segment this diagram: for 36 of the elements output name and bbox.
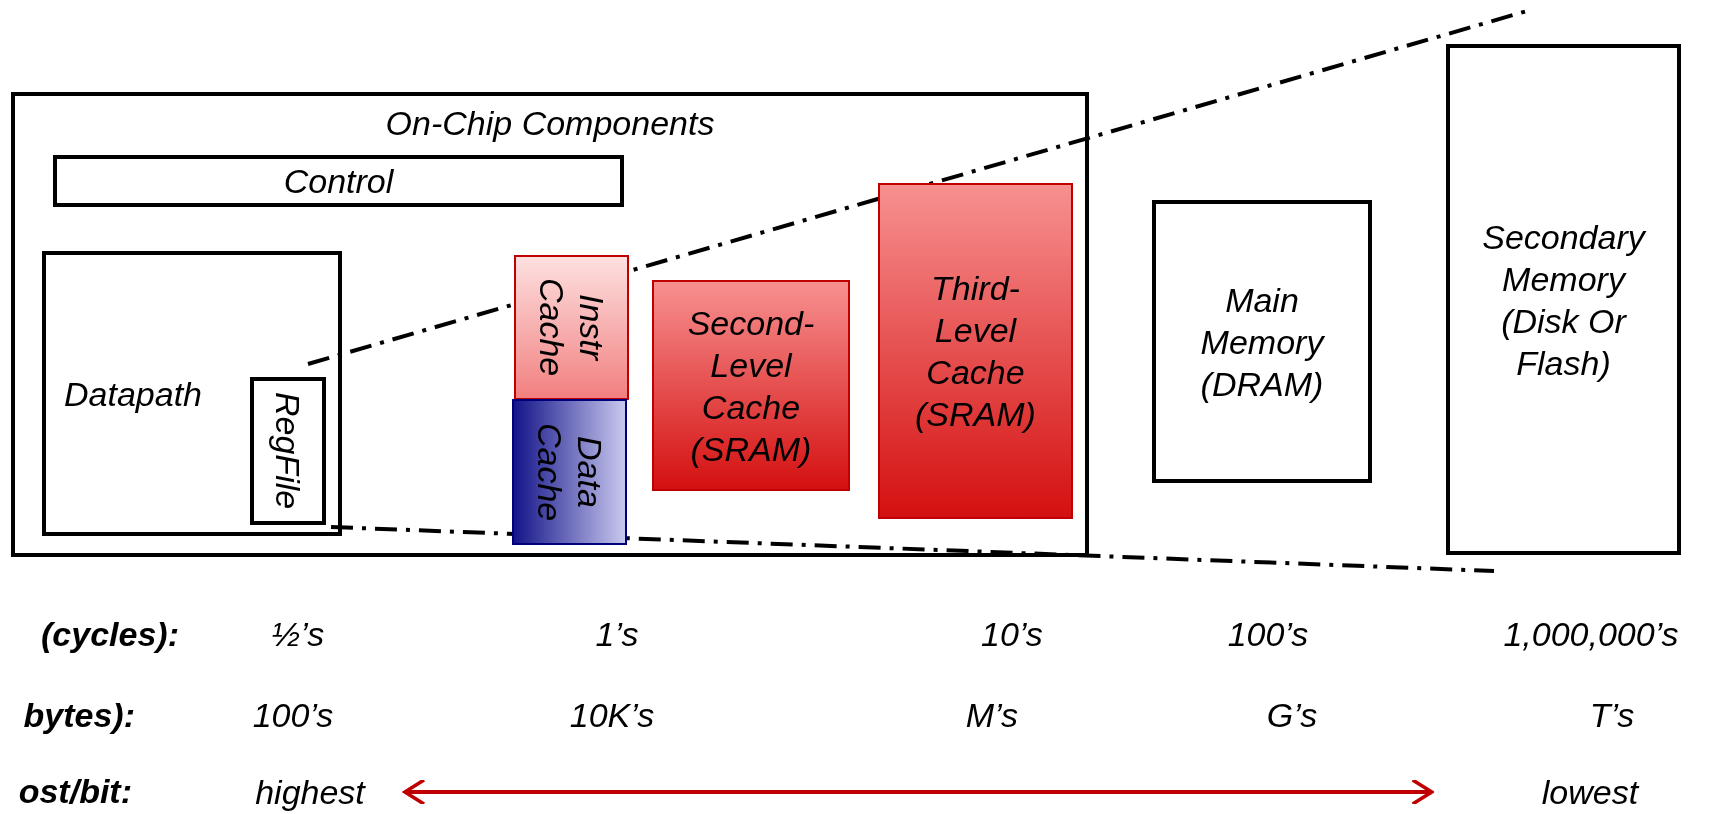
component-box: [1152, 200, 1372, 483]
row-label: ost/bit:: [18, 771, 132, 811]
cache-box: [514, 255, 629, 400]
component-box: [42, 251, 342, 536]
component-label: Datapath: [64, 373, 202, 415]
cache-box: [878, 183, 1073, 519]
cache-box: [652, 280, 850, 491]
component-label: RegFile: [268, 392, 308, 510]
scale-label: highest: [255, 772, 365, 813]
value-label: T’s: [1589, 695, 1635, 735]
value-label: G’s: [1266, 695, 1318, 735]
value-label: M’s: [965, 695, 1019, 735]
double-arrow: [403, 778, 1434, 806]
scale-label: lowest: [1541, 772, 1639, 813]
value-label: 1,000,000’s: [1503, 614, 1679, 654]
register-box: [250, 377, 326, 525]
component-box: [1446, 44, 1681, 555]
component-label: On-Chip Components: [384, 103, 716, 144]
value-label: 10’s: [981, 614, 1043, 654]
row-label: (cycles):: [41, 614, 179, 654]
value-label: 10K’s: [569, 695, 655, 735]
chip-frame: [11, 92, 1089, 557]
row-label: bytes):: [23, 695, 135, 735]
component-label: Instr Cache: [531, 277, 612, 379]
value-label: 1’s: [595, 614, 639, 654]
cache-box: [512, 399, 627, 545]
component-label: Third-Level Cache (SRAM): [914, 268, 1037, 435]
component-label: Control: [283, 161, 394, 202]
component-box: [53, 155, 624, 207]
component-label: Secondary Memory (Disk Or Flash): [1481, 216, 1648, 384]
value-label: 100’s: [252, 695, 334, 735]
value-label: ½’s: [271, 614, 325, 654]
component-label: Main Memory (DRAM): [1199, 279, 1326, 405]
component-label: Data Cache: [529, 421, 610, 524]
value-label: 100’s: [1227, 614, 1309, 654]
component-label: Second-Level Cache (SRAM): [686, 302, 816, 470]
